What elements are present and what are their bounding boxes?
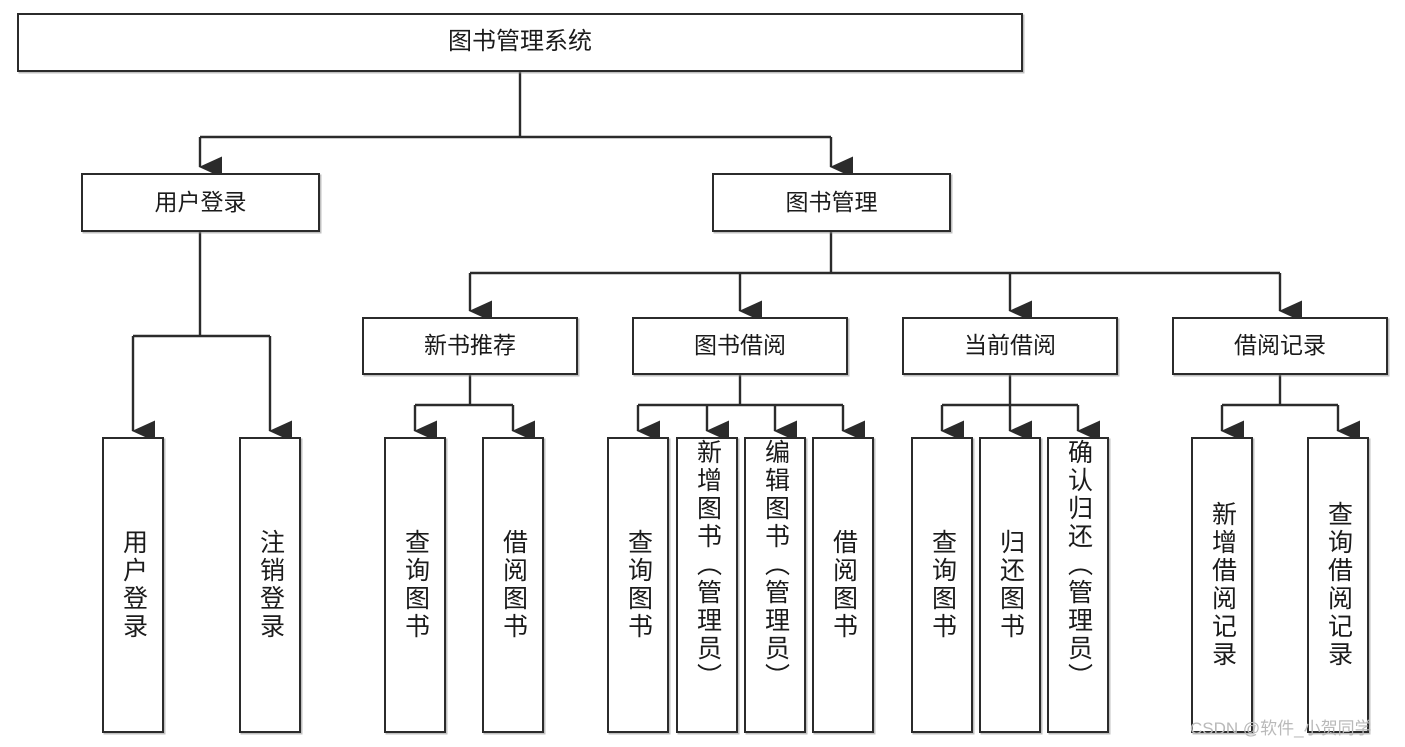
node-label: 查询图书 xyxy=(401,529,430,641)
node-leaf-return-book[interactable]: 归还图书 xyxy=(979,437,1041,733)
node-leaf-add-borrow-record[interactable]: 新增借阅记录 xyxy=(1191,437,1253,733)
node-label: 新增图书（管理员） xyxy=(693,439,722,691)
node-label: 用户登录 xyxy=(119,529,148,641)
node-new-book-recommend[interactable]: 新书推荐 xyxy=(362,317,578,375)
node-leaf-logout[interactable]: 注销登录 xyxy=(239,437,301,733)
node-label: 新书推荐 xyxy=(424,332,516,359)
node-label: 当前借阅 xyxy=(964,332,1056,359)
node-borrow-record[interactable]: 借阅记录 xyxy=(1172,317,1388,375)
node-user-login[interactable]: 用户登录 xyxy=(81,173,320,232)
node-label: 借阅图书 xyxy=(829,529,858,641)
node-label: 查询借阅记录 xyxy=(1324,501,1353,669)
node-label: 确认归还（管理员） xyxy=(1064,439,1093,691)
node-leaf-user-login[interactable]: 用户登录 xyxy=(102,437,164,733)
node-label: 注销登录 xyxy=(256,529,285,641)
node-book-borrow[interactable]: 图书借阅 xyxy=(632,317,848,375)
node-leaf-query-book-recommend[interactable]: 查询图书 xyxy=(384,437,446,733)
node-leaf-edit-book[interactable]: 编辑图书（管理员） xyxy=(744,437,806,733)
node-label: 借阅记录 xyxy=(1234,332,1326,359)
node-label: 用户登录 xyxy=(154,188,247,215)
watermark-text: CSDN @软件_小贺同学 xyxy=(1190,719,1372,738)
node-leaf-query-borrow-record[interactable]: 查询借阅记录 xyxy=(1307,437,1369,733)
node-label: 编辑图书（管理员） xyxy=(761,439,790,691)
node-label: 新增借阅记录 xyxy=(1208,501,1237,669)
node-book-manage[interactable]: 图书管理 xyxy=(712,173,951,232)
node-leaf-borrow-book-recommend[interactable]: 借阅图书 xyxy=(482,437,544,733)
node-leaf-query-book-borrow[interactable]: 查询图书 xyxy=(607,437,669,733)
node-leaf-confirm-return[interactable]: 确认归还（管理员） xyxy=(1047,437,1109,733)
node-label: 图书管理系统 xyxy=(448,28,592,56)
node-root-system[interactable]: 图书管理系统 xyxy=(17,13,1023,72)
node-label: 图书借阅 xyxy=(694,332,786,359)
node-label: 归还图书 xyxy=(996,529,1025,641)
node-leaf-borrow-book[interactable]: 借阅图书 xyxy=(812,437,874,733)
node-leaf-add-book[interactable]: 新增图书（管理员） xyxy=(676,437,738,733)
node-label: 图书管理 xyxy=(785,188,878,215)
node-label: 借阅图书 xyxy=(499,529,528,641)
node-current-borrow[interactable]: 当前借阅 xyxy=(902,317,1118,375)
node-label: 查询图书 xyxy=(928,529,957,641)
node-leaf-query-book-current[interactable]: 查询图书 xyxy=(911,437,973,733)
node-label: 查询图书 xyxy=(624,529,653,641)
